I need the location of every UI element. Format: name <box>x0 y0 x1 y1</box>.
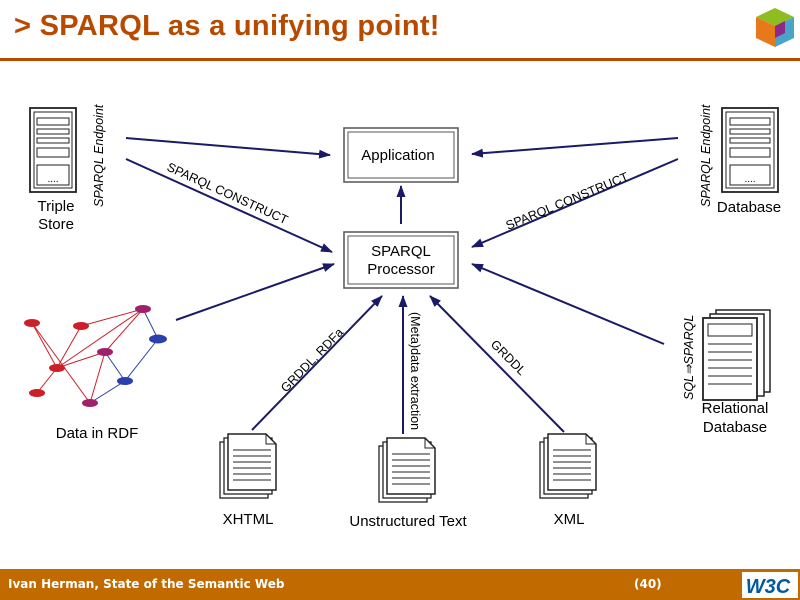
arrow-database-to-application <box>471 137 679 158</box>
database-endpoint-label: SPARQL Endpoint <box>699 104 713 207</box>
unstructured-text-label: Unstructured Text <box>349 513 467 530</box>
application-box: Application <box>343 127 459 183</box>
arrow-xhtml-to-processor <box>251 295 383 431</box>
processor-label-line2: Processor <box>367 261 435 278</box>
grddl-rdfa-label: GRDDL, RDFa <box>278 325 346 395</box>
rdf-node <box>149 334 167 344</box>
triple-store-server-icon: .... <box>29 107 77 193</box>
rdf-node <box>117 377 133 385</box>
semantic-web-cube-logo <box>756 8 794 47</box>
sparql-processor-box: SPARQL Processor <box>343 231 459 289</box>
right-construct-label: SPARQL CONSTRUCT <box>504 169 631 232</box>
rdf-node <box>49 364 65 372</box>
database-label: Database <box>717 199 781 216</box>
arrow-triplestore-to-application <box>125 137 331 159</box>
rdf-node <box>82 399 98 407</box>
rdf-node <box>73 322 89 330</box>
title-rule <box>0 58 800 61</box>
arrow-rdf-to-processor <box>175 263 335 321</box>
processor-label-line1: SPARQL <box>371 243 431 260</box>
rdf-node <box>97 348 113 356</box>
w3c-logo-icon[interactable]: W3C <box>742 572 798 598</box>
relational-label-line2: Database <box>703 419 767 436</box>
arrow-relational-to-processor <box>471 263 665 345</box>
arrow-xml-to-processor <box>429 295 565 433</box>
relational-label-line1: Relational <box>702 400 769 417</box>
triple-store-label-line1: Triple <box>38 198 75 215</box>
svg-text:....: .... <box>47 174 58 185</box>
left-construct-label: SPARQL CONSTRUCT <box>165 160 291 227</box>
svg-text:....: .... <box>744 174 755 185</box>
application-label: Application <box>361 147 434 164</box>
meta-extraction-label: (Meta)data extraction <box>408 312 422 430</box>
triple-store-label-line2: Store <box>38 216 74 233</box>
sparql-diagram: Application SPARQL Processor SPARQL CONS… <box>24 104 781 530</box>
xml-document-icon <box>539 433 597 499</box>
xml-label: XML <box>554 511 585 528</box>
relational-sql-label: SQL⇒SPARQL <box>682 315 696 400</box>
rdf-node <box>135 305 151 313</box>
arrow-triplestore-to-processor <box>125 158 333 253</box>
triple-store-endpoint-label: SPARQL Endpoint <box>92 104 106 207</box>
unstructured-text-document-icon <box>378 437 436 503</box>
grddl-label: GRDDL <box>488 337 529 378</box>
footer-bar: Ivan Herman, State of the Semantic Web (… <box>0 569 800 600</box>
rdf-node <box>29 389 45 397</box>
xhtml-document-icon <box>219 433 277 499</box>
cube-left-face <box>756 17 775 47</box>
footer-author: Ivan Herman, State of the Semantic Web <box>8 577 285 591</box>
cube-inner-face <box>775 21 785 38</box>
slide-title: > SPARQL as a unifying point! <box>14 10 440 42</box>
rdf-node <box>24 319 40 327</box>
rdf-graph-icon <box>24 305 167 407</box>
w3c-logo-text: W3C <box>746 576 791 598</box>
rdf-label: Data in RDF <box>56 425 139 442</box>
relational-database-icon <box>702 309 771 401</box>
arrow-database-to-processor <box>471 158 679 248</box>
database-server-icon: .... <box>721 107 779 193</box>
page-number: (40) <box>634 577 662 591</box>
xhtml-label: XHTML <box>223 511 274 528</box>
